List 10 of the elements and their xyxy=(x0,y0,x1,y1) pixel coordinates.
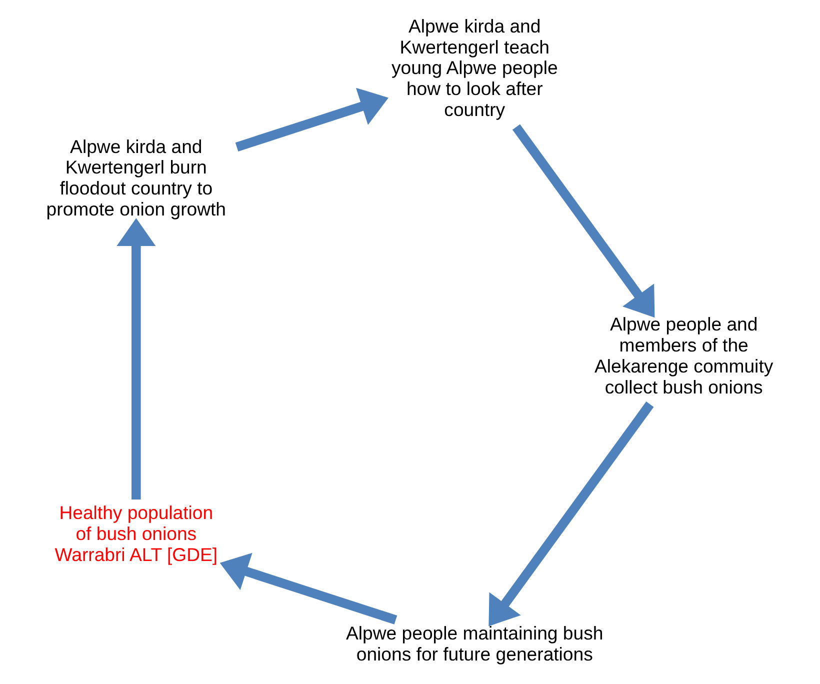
node-text: Alpwe people maintaining bush onions for future generations xyxy=(346,622,604,664)
arrow xyxy=(488,402,654,626)
node-text: Alpwe kirda and Kwertengerl teach young Alpwe people how to look after country xyxy=(391,15,558,120)
arrow xyxy=(116,218,156,500)
arrow xyxy=(512,124,655,318)
arrow xyxy=(235,88,388,152)
node-text: Alpwe kirda and Kwertengerl burn floodout country to promote onion growth xyxy=(46,136,226,220)
node-text: Healthy population of bush onions Warrabri ALT [GDE] xyxy=(54,502,218,565)
arrow xyxy=(220,552,398,624)
node-text: Alpwe people and members of the Alekarenge commuity collect bush onions xyxy=(594,314,774,398)
